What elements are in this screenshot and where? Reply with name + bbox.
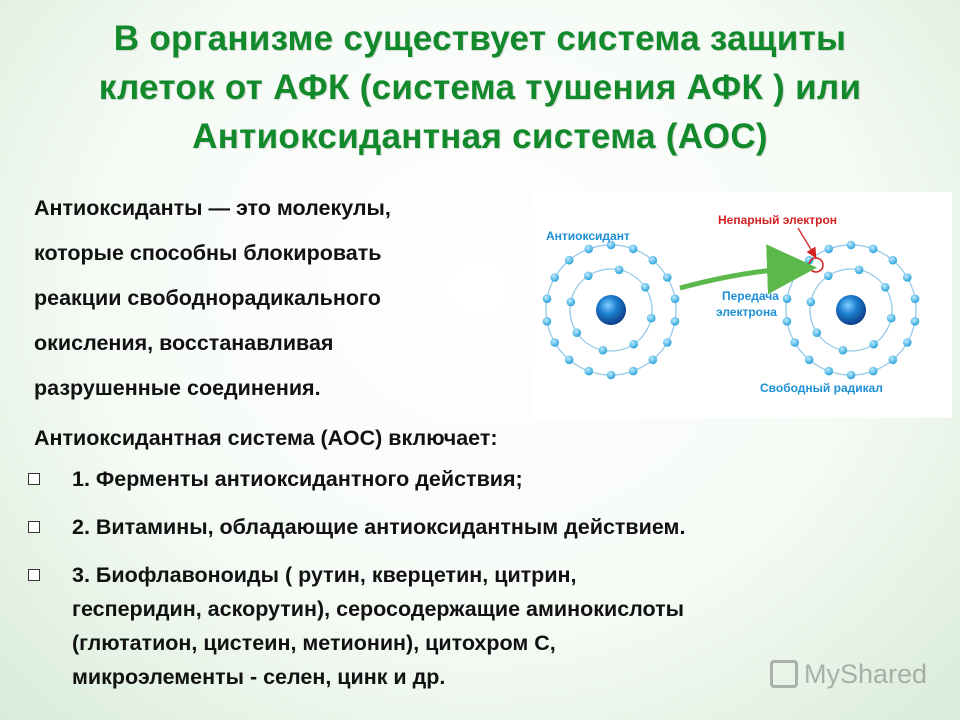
antioxidant-diagram: Антиоксидант Непарный электрон Передача …: [532, 192, 952, 418]
antioxidant-label: Антиоксидант: [546, 229, 630, 243]
electron: [628, 244, 638, 254]
electron: [846, 240, 856, 250]
electron: [550, 273, 559, 282]
electron: [868, 366, 878, 376]
electron: [903, 338, 912, 347]
electron: [566, 297, 576, 307]
electron: [790, 338, 799, 347]
electron: [806, 297, 816, 307]
electron: [629, 339, 638, 349]
unpaired-electron-label: Непарный электрон: [718, 213, 837, 227]
list-item: 3. Биофлавоноиды ( рутин, кверцетин, цит…: [26, 558, 926, 694]
electron: [640, 283, 650, 292]
definition-line: окисления, восстанавливая: [34, 331, 334, 355]
electron: [606, 370, 616, 380]
electron: [598, 345, 608, 355]
list-item-text: гесперидин, аскорутин), серосодержащие а…: [72, 597, 685, 621]
definition-line: реакции свободнорадикального: [34, 286, 381, 310]
electron: [550, 338, 559, 347]
unpaired-pointer-arrow: [797, 227, 817, 259]
transfer-label-line2: электрона: [716, 305, 777, 319]
antioxidant-atom: [542, 240, 680, 380]
title-line: клеток от АФК (система тушения АФК ) или: [98, 68, 862, 107]
electron: [628, 366, 638, 376]
electron: [584, 244, 594, 254]
electron: [648, 255, 658, 265]
list-item: 1. Ферменты антиоксидантного действия;: [26, 462, 926, 496]
electron: [888, 255, 898, 265]
electron: [824, 366, 834, 376]
definition-text: Антиоксиданты — это молекулы, которые сп…: [34, 186, 391, 411]
definition-line: которые способны блокировать: [34, 241, 382, 265]
hollow-square-icon: [28, 473, 40, 485]
title-line: В организме существует система защиты: [113, 19, 847, 58]
hollow-square-icon: [28, 569, 40, 581]
inner-orbit: [569, 268, 653, 352]
list-item: 2. Витамины, обладающие антиоксидантным …: [26, 510, 926, 544]
electron: [564, 255, 574, 265]
electron: [648, 355, 658, 365]
inner-orbit: [809, 268, 893, 352]
nucleus: [596, 295, 626, 325]
electron: [564, 355, 574, 365]
transfer-label-line1: Передача: [722, 289, 779, 303]
hollow-square-icon: [28, 521, 40, 533]
electron: [542, 317, 552, 326]
definition-line: разрушенные соединения.: [34, 376, 321, 400]
list-item-text: 3. Биофлавоноиды ( рутин, кверцетин, цит…: [72, 563, 577, 587]
electron: [868, 244, 878, 254]
electron: [804, 355, 814, 365]
electron: [670, 294, 680, 303]
electron: [910, 317, 920, 326]
presentation-board-icon: [770, 660, 798, 688]
electron: [824, 244, 834, 254]
electron: [910, 294, 920, 303]
aos-component-list: 1. Ферменты антиоксидантного действия; 2…: [26, 462, 926, 708]
electron: [584, 366, 594, 376]
electron: [663, 338, 672, 347]
electron: [782, 294, 792, 303]
electron: [824, 271, 833, 281]
electron: [542, 294, 552, 303]
free-radical-atom: [782, 240, 920, 380]
electron: [614, 265, 624, 275]
nucleus: [836, 295, 866, 325]
electron: [880, 283, 890, 292]
electron: [584, 271, 593, 281]
unpaired-electron-marker: [808, 257, 824, 273]
free-radical-label: Свободный радикал: [760, 381, 883, 395]
electron: [606, 240, 616, 250]
electron: [903, 273, 912, 282]
transfer-arrow: [679, 244, 817, 295]
list-item-text: микроэлементы - селен, цинк и др.: [72, 665, 446, 689]
electron: [670, 317, 680, 326]
title-line: Антиоксидантная система (АОС): [192, 117, 768, 156]
electron: [812, 328, 822, 337]
list-item-text: 1. Ферменты антиоксидантного действия;: [72, 467, 523, 491]
list-item-text: 2. Витамины, обладающие антиоксидантным …: [72, 515, 686, 539]
electron: [663, 273, 672, 282]
aos-includes-heading: Антиоксидантная система (АОС) включает:: [34, 426, 498, 450]
electron: [572, 328, 582, 337]
electron: [838, 345, 848, 355]
watermark: MyShared: [770, 656, 927, 692]
list-item-text: (глютатион, цистеин, метионин), цитохром…: [72, 631, 556, 655]
electron: [888, 355, 898, 365]
watermark-text: MyShared: [804, 658, 928, 689]
electron: [782, 317, 792, 326]
definition-line: Антиоксиданты — это молекулы,: [34, 196, 391, 220]
electron: [854, 265, 864, 275]
electron: [869, 339, 878, 349]
atoms-illustration: Антиоксидант Непарный электрон Передача …: [542, 213, 920, 395]
electron: [646, 313, 656, 323]
electron: [886, 313, 896, 323]
slide-title: В организме существует система защиты кл…: [20, 14, 940, 161]
electron: [846, 370, 856, 380]
